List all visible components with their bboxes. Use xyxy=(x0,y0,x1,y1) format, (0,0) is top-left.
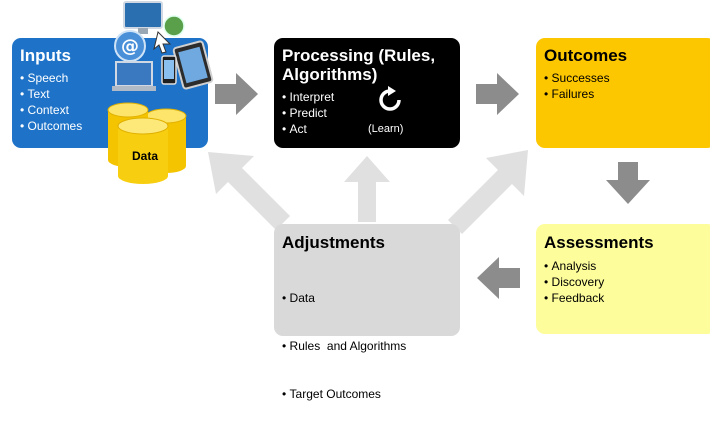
list-item: Outcomes xyxy=(20,118,83,134)
processing-title-line1: Processing (Rules, xyxy=(282,46,436,65)
assessments-box: Assessments Analysis Discovery Feedback xyxy=(536,224,710,334)
list-item: Failures xyxy=(544,86,610,102)
list-item: Feedback xyxy=(544,290,605,306)
list-item: Interpret xyxy=(282,89,335,105)
arrow-outcomes-to-adjustments xyxy=(448,150,528,234)
list-item: Context xyxy=(20,102,82,118)
assessments-title: Assessments xyxy=(544,233,654,252)
learn-label: (Learn) xyxy=(368,123,404,135)
list-item: Predict xyxy=(282,105,334,121)
arrow-outcomes-to-assessments xyxy=(606,162,650,204)
list-item: Data xyxy=(282,290,406,306)
outcomes-box: Outcomes Successes Failures xyxy=(536,38,710,148)
flow-arrows xyxy=(208,73,650,299)
data-label: Data xyxy=(132,149,159,163)
arrow-processing-to-outcomes xyxy=(476,73,519,115)
list-item: Successes xyxy=(544,70,610,86)
list-item: Speech xyxy=(20,70,82,86)
assessments-list: Analysis Discovery Feedback xyxy=(544,258,605,306)
devices-icon: @ xyxy=(112,1,214,91)
arrow-adjustments-to-inputs xyxy=(208,152,290,230)
adjustments-box: Adjustments Data Rules and Algorithms Ta… xyxy=(274,224,460,401)
adjustments-title: Adjustments xyxy=(282,233,385,252)
list-item: Target Outcomes xyxy=(282,386,406,402)
arrow-assessments-to-adjustments xyxy=(477,257,520,299)
inputs-list: Speech Text Context Outcomes xyxy=(20,70,83,134)
list-item: Act xyxy=(282,121,334,137)
outcomes-title: Outcomes xyxy=(544,46,628,65)
arrow-inputs-to-processing xyxy=(215,73,258,115)
processing-list: Interpret Predict Act xyxy=(282,89,335,137)
processing-box: Processing (Rules, Algorithms) Interpret… xyxy=(274,38,460,148)
list-item: Analysis xyxy=(544,258,604,274)
outcomes-list: Successes Failures xyxy=(544,70,610,102)
list-item: Text xyxy=(20,86,82,102)
list-item: Rules and Algorithms xyxy=(282,338,407,354)
adjustments-list: Data Rules and Algorithms Target Outcome… xyxy=(282,258,407,434)
arrow-adjustments-to-processing xyxy=(344,156,390,222)
refresh-cycle-icon xyxy=(379,86,401,111)
list-item: Discovery xyxy=(544,274,605,290)
processing-title-line2: Algorithms) xyxy=(282,65,378,84)
inputs-title: Inputs xyxy=(20,46,71,65)
svg-text:@: @ xyxy=(121,36,139,57)
database-icon xyxy=(107,102,187,184)
